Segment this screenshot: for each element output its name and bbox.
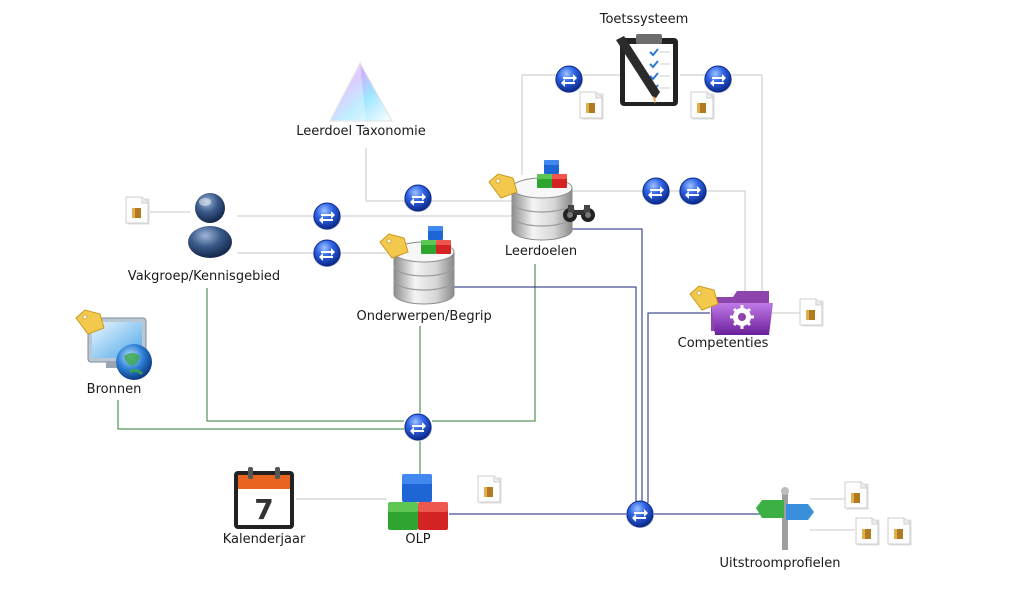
prism-icon bbox=[329, 61, 393, 122]
link-leerdoelen-competenties bbox=[568, 190, 746, 297]
connector-icon[interactable] bbox=[403, 184, 433, 213]
link-taxonomie-leerdoelen bbox=[365, 148, 512, 202]
blocks-icon bbox=[537, 160, 567, 188]
document-icon[interactable] bbox=[690, 91, 715, 120]
document-icon[interactable] bbox=[799, 298, 824, 327]
node-label-onderwerpen[interactable]: Onderwerpen/Begrip bbox=[356, 309, 492, 324]
user-icon[interactable] bbox=[188, 193, 232, 258]
node-label-competenties[interactable]: Competenties bbox=[677, 336, 769, 351]
node-label-uitstroomprofielen[interactable]: Uitstroomprofielen bbox=[719, 556, 841, 571]
node-label-leerdoel-taxonomie[interactable]: Leerdoel Taxonomie bbox=[296, 124, 426, 139]
gear-folder-icon[interactable] bbox=[711, 291, 773, 335]
node-label-leerdoelen[interactable]: Leerdoelen bbox=[504, 244, 578, 259]
clipboard-checklist-icon[interactable] bbox=[616, 34, 678, 106]
document-icon[interactable] bbox=[579, 91, 604, 120]
document-icon[interactable] bbox=[887, 517, 912, 546]
link-bronnen-hub bbox=[117, 400, 404, 430]
calendar-day: 7 bbox=[254, 493, 273, 526]
connector-icon[interactable] bbox=[312, 202, 342, 231]
binoculars-icon[interactable] bbox=[563, 205, 595, 222]
connector-icon[interactable] bbox=[625, 500, 655, 529]
document-icon[interactable] bbox=[855, 517, 880, 546]
connector-icon[interactable] bbox=[554, 65, 584, 94]
signpost-icon[interactable] bbox=[756, 487, 814, 550]
node-label-bronnen[interactable]: Bronnen bbox=[86, 382, 142, 397]
connector-icon[interactable] bbox=[312, 239, 342, 268]
calendar-icon[interactable]: 7 bbox=[234, 467, 294, 529]
connector-icon[interactable] bbox=[703, 65, 733, 94]
link-leerdoelen-hub2 bbox=[568, 228, 643, 503]
node-label-toetssysteem[interactable]: Toetssysteem bbox=[599, 12, 689, 27]
document-icon[interactable] bbox=[477, 475, 502, 504]
blocks-icon bbox=[421, 226, 451, 254]
node-label-olp[interactable]: OLP bbox=[405, 532, 431, 547]
document-icon[interactable] bbox=[844, 481, 869, 510]
link-vakgroep-hub bbox=[206, 288, 404, 422]
node-label-kalenderjaar[interactable]: Kalenderjaar bbox=[222, 532, 306, 547]
link-leerdoelen-toets bbox=[521, 74, 620, 175]
connector-icon[interactable] bbox=[678, 177, 708, 206]
blocks-icon[interactable] bbox=[388, 474, 448, 530]
node-label-vakgroep[interactable]: Vakgroep/Kennisgebied bbox=[127, 269, 281, 284]
link-leerdoelen-hub bbox=[432, 264, 536, 422]
connector-icon[interactable] bbox=[403, 413, 433, 442]
link-onderwerpen-hub2 bbox=[453, 286, 637, 503]
link-competenties-hub2 bbox=[647, 312, 710, 503]
document-icon[interactable] bbox=[125, 196, 150, 225]
connector-icon[interactable] bbox=[641, 177, 671, 206]
